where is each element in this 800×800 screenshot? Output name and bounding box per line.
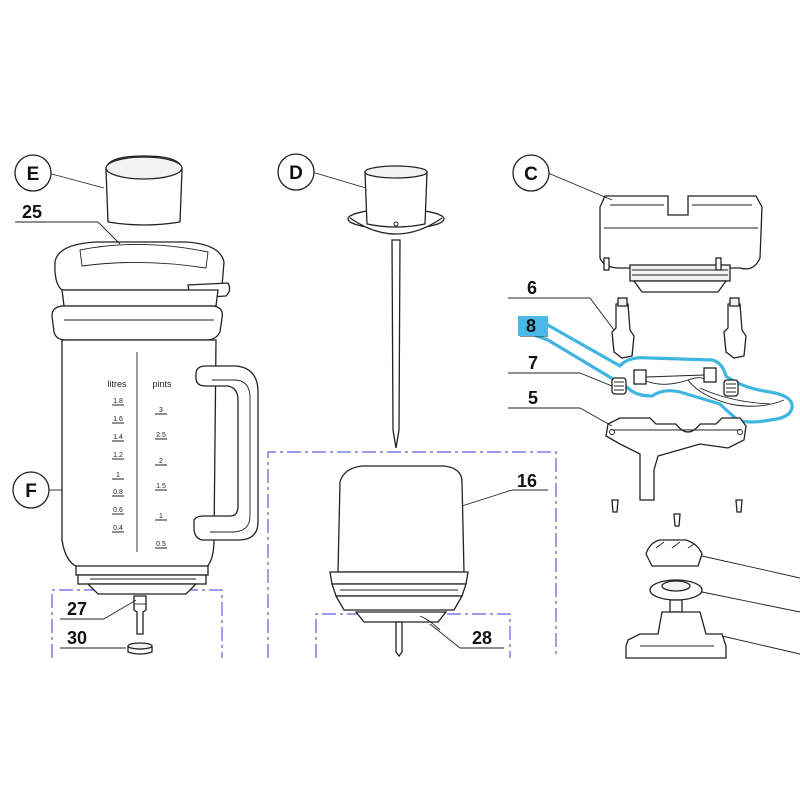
callout-circle-c: C [512,154,550,192]
callout-circle-e: E [14,154,52,192]
scale-header-litres: litres [107,379,127,389]
scale-pints-value: 1.5 [156,483,166,490]
part-30-seal [127,642,153,655]
part-e-lid-cap [105,155,183,226]
part-label-30: 30 [67,628,87,648]
scale-litres-value: 0.4 [113,525,123,532]
scale-litres-value: 1.6 [113,416,123,423]
part-5-bracket [605,417,747,501]
scale-litres-value: 0.8 [113,489,123,496]
callout-circle-f: F [12,471,50,509]
part-7-spacers [611,377,739,397]
label-badge-8: 8 [518,316,548,336]
part-d-tamper [347,165,445,449]
scale-pints-value: 2.5 [156,432,166,439]
part-27-drive-pin [133,595,147,635]
scale-header-pints: pints [152,379,172,389]
part-16-container [329,465,469,658]
part-label-6: 6 [527,278,537,298]
scale-litres-value: 1.8 [113,398,123,405]
part-c-housing-top [599,195,763,293]
part-8-wire-harness [633,367,785,407]
part-label-5: 5 [528,388,538,408]
scale-pints-value: 1 [159,513,163,520]
group-box-28 [315,613,511,658]
scale-litres-value: 1 [116,472,120,479]
part-6-clips [611,297,747,359]
jug-scale-litres: litres 1.8 1.6 1.4 1.2 1 0.8 0.6 0.4 [107,379,127,533]
scale-pints-value: 3 [159,407,163,414]
circle-label-d: D [289,163,303,184]
circle-label-c: C [524,164,538,185]
highlight-outline-part-8 [518,316,794,424]
part-label-27: 27 [67,599,87,619]
part-label-8: 8 [526,316,536,336]
group-box-container-16 [267,451,557,658]
scale-litres-value: 0.6 [113,507,123,514]
coupling-parts [625,539,800,659]
part-label-28: 28 [472,628,492,648]
part-label-16: 16 [517,471,537,491]
part-f-jug [61,339,259,595]
circle-label-f: F [25,481,37,502]
jug-scale-pints: pints 3 2.5 2 1.5 1 0.5 [152,379,172,549]
scale-litres-value: 1.2 [113,452,123,459]
small-screws [611,499,743,527]
part-label-7: 7 [528,353,538,373]
part-25-jug-lid [51,241,231,341]
callout-circle-d: D [277,153,315,191]
circle-label-e: E [27,164,40,185]
scale-litres-value: 1.4 [113,434,123,441]
scale-pints-value: 0.5 [156,541,166,548]
scale-pints-value: 2 [159,458,163,465]
part-label-25: 25 [22,202,42,222]
